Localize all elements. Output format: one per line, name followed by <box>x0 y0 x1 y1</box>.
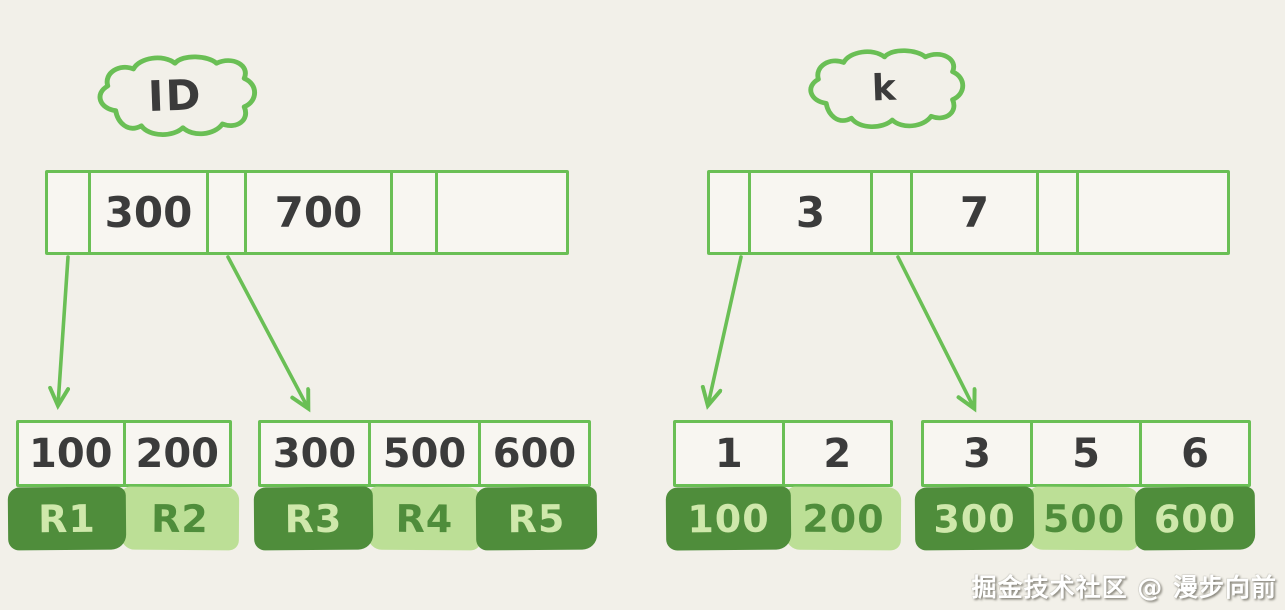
watermark: 掘金技术社区 @ 漫步向前 <box>971 573 1277 602</box>
root-key-cell: 7 <box>913 173 1039 252</box>
root-pointer-cell <box>1039 173 1079 252</box>
id-index-cloud: ID <box>86 50 264 140</box>
cloud-shape <box>808 48 966 129</box>
arrow-id-root-to-leaf1 <box>58 255 68 405</box>
leaf-key-cell: 2 <box>823 430 852 477</box>
record-tile: R2 <box>120 486 240 551</box>
leaf-key-cell: 6 <box>1181 430 1209 477</box>
record-tile: 600 <box>1134 486 1256 551</box>
record-tile: R5 <box>475 486 598 551</box>
leaf-key-cell: 5 <box>1033 423 1142 484</box>
root-pointer-cell <box>393 173 438 252</box>
root-pointer-cell <box>48 173 91 252</box>
id-leaf1-node: 100 200 <box>16 420 232 487</box>
arrow-id-root-to-leaf2 <box>226 255 308 408</box>
k-root-node: 3 7 <box>707 170 1230 255</box>
record-tile: 100 <box>665 486 792 551</box>
root-pointer-cell <box>209 173 247 252</box>
root-pointer-cell <box>710 173 751 252</box>
arrow-k-root-to-leaf2 <box>896 255 974 408</box>
leaf-key-cell: 200 <box>135 430 220 477</box>
k-cloud-label: k <box>870 67 899 109</box>
id-leaf2-node: 300 500 600 <box>258 420 591 487</box>
record-tile: 300 <box>914 486 1035 551</box>
k-index-cloud: k <box>797 44 972 132</box>
record-tile: R3 <box>253 486 374 551</box>
leaf-key-cell: 100 <box>19 423 126 484</box>
record-tile: 200 <box>785 486 902 551</box>
leaf-key-cell: 500 <box>371 423 481 484</box>
record-tile: R1 <box>7 486 127 551</box>
k-leaf1-node: 1 2 <box>673 420 893 487</box>
root-pointer-cell <box>873 173 913 252</box>
id-root-node: 300 700 <box>45 170 569 255</box>
root-empty-cell <box>1079 173 1227 252</box>
leaf-key-cell: 600 <box>492 430 577 477</box>
root-key-cell: 300 <box>91 173 209 252</box>
id-cloud-label: ID <box>146 69 204 121</box>
leaf-key-cell: 3 <box>924 423 1033 484</box>
cloud-shape <box>97 54 258 137</box>
leaf-key-cell: 1 <box>676 423 785 484</box>
root-key-cell: 3 <box>751 173 873 252</box>
record-tile: R4 <box>367 486 482 551</box>
arrow-k-root-to-leaf1 <box>708 255 743 405</box>
record-tile: 500 <box>1028 486 1140 551</box>
leaf-key-cell: 300 <box>261 423 371 484</box>
k-leaf2-node: 3 5 6 <box>921 420 1251 487</box>
root-key-cell: 700 <box>247 173 393 252</box>
root-empty-cell <box>438 173 566 252</box>
